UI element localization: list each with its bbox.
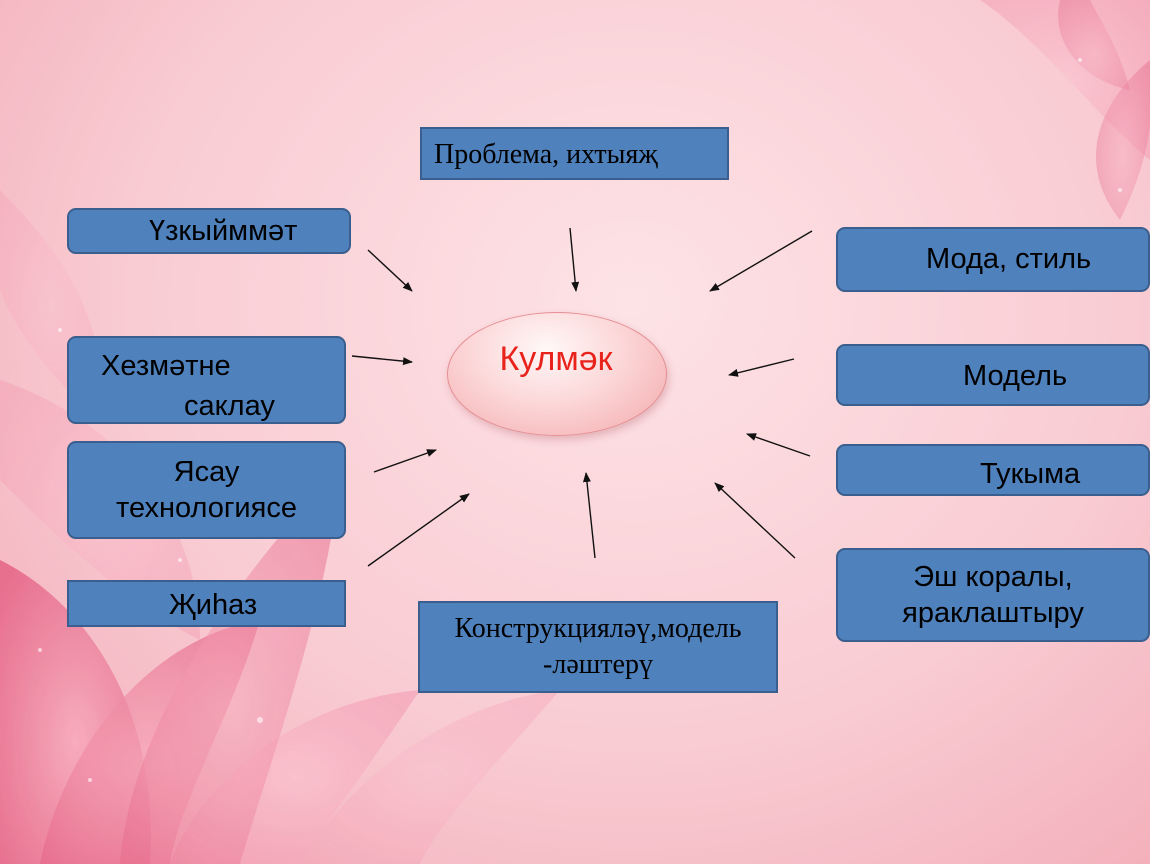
- node-construction: Конструкцияләү,модель -ләштерү: [418, 601, 778, 693]
- arrow-construct: [582, 472, 596, 559]
- flower-bottom-left: [0, 190, 560, 864]
- node-furniture: Җиһаз: [67, 580, 346, 627]
- node-problem: Проблема, ихтыяҗ: [420, 127, 729, 180]
- node-model: Модель: [836, 344, 1150, 406]
- node-fabric: Тукыма: [836, 444, 1150, 496]
- arrow-fashion: [709, 230, 813, 292]
- node-technology: Ясау технологиясе: [67, 441, 346, 539]
- arrow-problem: [569, 227, 580, 292]
- arrow-tech: [373, 449, 437, 473]
- center-ellipse: [447, 312, 667, 436]
- center-label: Кулмәк: [499, 340, 613, 378]
- node-fashion: Мода, стиль: [836, 227, 1150, 292]
- arrow-furniture: [367, 493, 470, 567]
- node-care: Хезмәтне саклау: [67, 336, 346, 424]
- flower-top-right: [980, 0, 1150, 220]
- node-function: Үзкыйммәт: [67, 208, 351, 254]
- arrow-model: [728, 358, 795, 377]
- arrow-tools: [714, 482, 796, 559]
- arrow-fabric: [746, 433, 811, 457]
- node-tools: Эш коралы, яраклаштыру: [836, 548, 1150, 642]
- arrow-care: [351, 355, 413, 366]
- arrow-function: [367, 249, 413, 292]
